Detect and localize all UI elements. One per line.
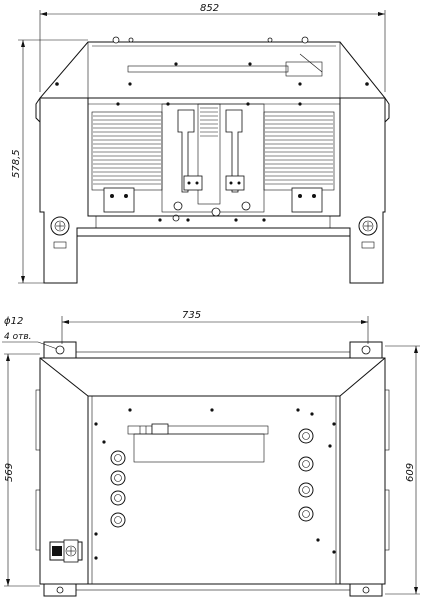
central-busbars (161, 103, 265, 222)
dimension-569-label: 569 (4, 463, 15, 482)
dimension-609: 609 (385, 345, 420, 595)
dimension-578-5: 578,5 (11, 39, 88, 284)
dimension-735-label: 735 (182, 310, 201, 321)
left-connectors (110, 450, 126, 528)
top-bolts (94, 408, 336, 560)
dimension-578-5-label: 578,5 (11, 149, 22, 178)
right-heatsink (263, 111, 335, 213)
ground-terminal-block (49, 539, 83, 563)
hole-callout: ϕ12 4 отв. (2, 316, 61, 351)
left-ground-terminal (50, 216, 70, 249)
dimension-609-label: 609 (405, 463, 416, 482)
right-connectors (298, 428, 314, 522)
front-bolts (116, 62, 302, 222)
right-ground-terminal (358, 216, 378, 249)
dimension-852-label: 852 (200, 3, 219, 14)
front-view: 852 578,5 (11, 3, 390, 284)
dimension-735: 735 (61, 310, 369, 344)
hole-diameter-label: ϕ12 (4, 316, 23, 327)
dimension-852: 852 (39, 3, 386, 92)
hole-count-label: 4 отв. (4, 332, 32, 342)
display-window (127, 423, 269, 463)
dimension-569: 569 (4, 353, 40, 587)
left-heatsink (91, 111, 163, 213)
top-view: 735 ϕ12 4 отв. 569 609 (2, 310, 420, 597)
